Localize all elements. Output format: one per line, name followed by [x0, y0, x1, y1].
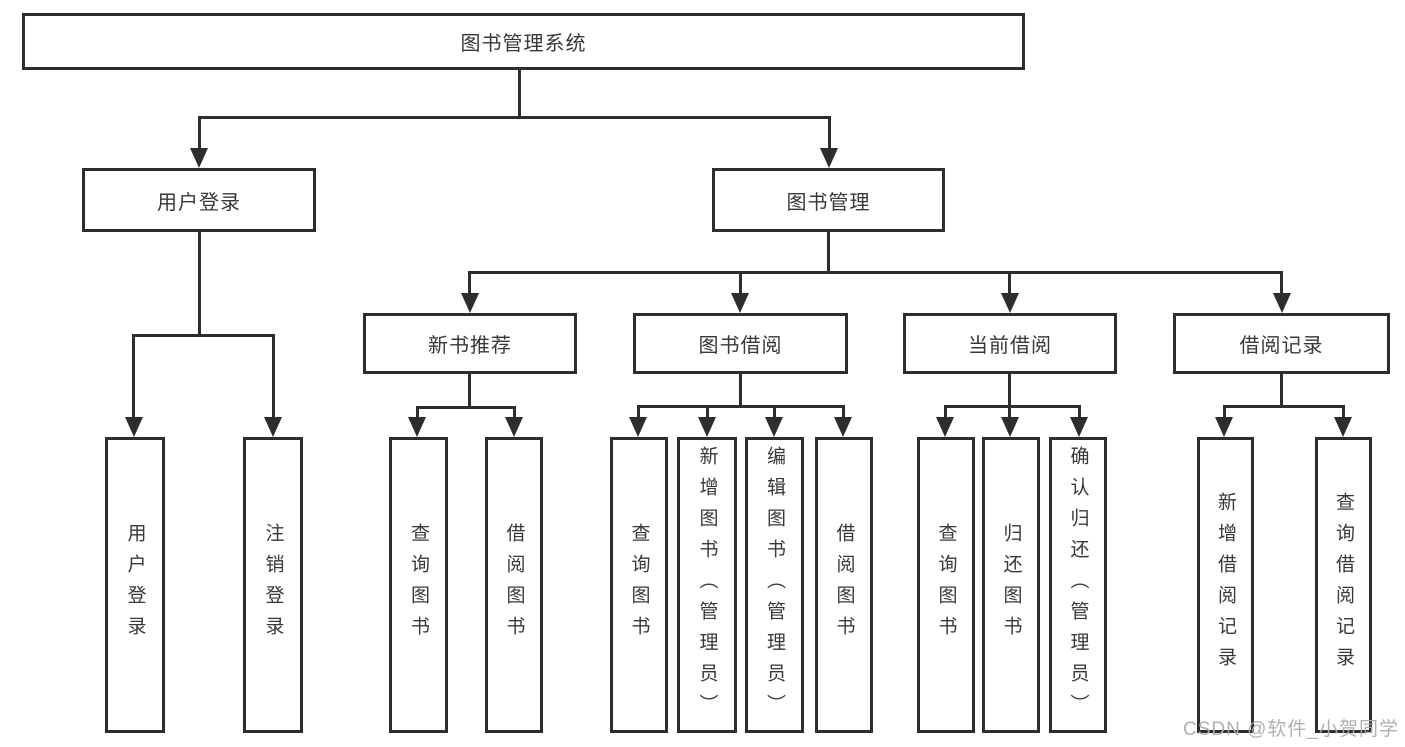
- connector-line: [944, 405, 1081, 408]
- connector-line: [518, 70, 521, 118]
- leaf-label: 新增借阅记录: [1215, 492, 1236, 678]
- leaf-return-book: 归还图书: [982, 437, 1040, 733]
- leaf-confirm-return-admin: 确认归还（管理员）: [1049, 437, 1107, 733]
- node-current-borrow: 当前借阅: [903, 313, 1117, 374]
- leaf-label: 查询图书: [408, 523, 429, 647]
- leaf-user-login: 用户登录: [105, 437, 165, 733]
- arrow-down-icon: [820, 148, 838, 168]
- node-label: 借阅记录: [1239, 335, 1324, 357]
- arrow-down-icon: [1070, 417, 1088, 437]
- leaf-query-books-current: 查询图书: [917, 437, 975, 733]
- leaf-label: 确认归还（管理员）: [1067, 445, 1089, 725]
- connector-line: [773, 405, 776, 419]
- leaf-query-books-recommend: 查询图书: [389, 437, 448, 733]
- connector-line: [842, 405, 845, 419]
- arrow-down-icon: [731, 293, 749, 313]
- arrow-down-icon: [190, 148, 208, 168]
- connector-line: [637, 405, 640, 419]
- arrow-down-icon: [408, 417, 426, 437]
- arrow-down-icon: [505, 417, 523, 437]
- leaf-borrow-books-recommend: 借阅图书: [485, 437, 543, 733]
- connector-line: [1280, 374, 1283, 407]
- node-new-book-recommend: 新书推荐: [363, 313, 577, 374]
- connector-line: [198, 116, 831, 119]
- connector-line: [1280, 271, 1283, 295]
- leaf-add-borrow-record: 新增借阅记录: [1197, 437, 1254, 733]
- arrow-down-icon: [698, 417, 716, 437]
- connector-line: [944, 405, 947, 419]
- leaf-add-book-admin: 新增图书（管理员）: [677, 437, 737, 733]
- node-label: 新书推荐: [428, 335, 512, 357]
- arrow-down-icon: [629, 417, 647, 437]
- node-label: 当前借阅: [968, 335, 1052, 357]
- leaf-label: 查询借阅记录: [1333, 492, 1354, 678]
- node-borrow-records: 借阅记录: [1173, 313, 1390, 374]
- leaf-borrow-books-borrow: 借阅图书: [815, 437, 873, 733]
- arrow-down-icon: [1334, 417, 1352, 437]
- connector-line: [468, 271, 471, 295]
- leaf-logout: 注销登录: [243, 437, 303, 733]
- leaf-query-borrow-record: 查询借阅记录: [1315, 437, 1372, 733]
- node-user-login: 用户登录: [82, 168, 316, 232]
- leaf-label: 借阅图书: [833, 523, 855, 647]
- node-book-borrow: 图书借阅: [633, 313, 848, 374]
- arrow-down-icon: [461, 293, 479, 313]
- connector-line: [198, 232, 201, 336]
- leaf-label: 借阅图书: [503, 523, 525, 647]
- connector-line: [468, 271, 1283, 274]
- leaf-query-books-borrow: 查询图书: [610, 437, 668, 733]
- arrow-down-icon: [125, 417, 143, 437]
- connector-line: [198, 116, 201, 148]
- node-book-management: 图书管理: [712, 168, 945, 232]
- connector-line: [739, 271, 742, 295]
- arrow-down-icon: [765, 417, 783, 437]
- connector-line: [1223, 405, 1226, 419]
- arrow-down-icon: [1001, 417, 1019, 437]
- arrow-down-icon: [264, 417, 282, 437]
- connector-line: [637, 405, 845, 408]
- connector-line: [132, 334, 275, 337]
- leaf-label: 用户登录: [124, 523, 146, 647]
- connector-line: [1342, 405, 1345, 419]
- connector-line: [1008, 271, 1011, 295]
- node-label: 图书管理系统: [460, 33, 587, 55]
- connector-line: [468, 374, 471, 408]
- connector-line: [272, 334, 275, 418]
- connector-line: [132, 334, 135, 418]
- leaf-label: 归还图书: [1000, 523, 1022, 647]
- arrow-down-icon: [834, 417, 852, 437]
- node-label: 用户登录: [157, 191, 241, 214]
- watermark: CSDN @软件_小贺同学: [1183, 719, 1399, 740]
- connector-line: [416, 406, 516, 409]
- leaf-label: 编辑图书（管理员）: [764, 445, 785, 725]
- arrow-down-icon: [936, 417, 954, 437]
- connector-line: [827, 232, 830, 273]
- connector-line: [739, 374, 742, 407]
- arrow-down-icon: [1215, 417, 1233, 437]
- leaf-label: 查询图书: [628, 523, 650, 647]
- node-label: 图书管理: [786, 191, 871, 214]
- node-library-management-system: 图书管理系统: [22, 13, 1025, 70]
- connector-line: [1078, 405, 1081, 419]
- connector-line: [1008, 405, 1011, 419]
- leaf-label: 查询图书: [935, 523, 957, 647]
- leaf-edit-book-admin: 编辑图书（管理员）: [745, 437, 804, 733]
- connector-line: [828, 116, 831, 148]
- leaf-label: 新增图书（管理员）: [696, 445, 718, 725]
- connector-line: [1008, 374, 1011, 407]
- arrow-down-icon: [1273, 293, 1291, 313]
- connector-line: [416, 406, 419, 420]
- arrow-down-icon: [1001, 293, 1019, 313]
- connector-line: [706, 405, 709, 419]
- leaf-label: 注销登录: [262, 523, 284, 647]
- node-label: 图书借阅: [698, 335, 783, 357]
- connector-line: [513, 406, 516, 420]
- connector-line: [1223, 405, 1345, 408]
